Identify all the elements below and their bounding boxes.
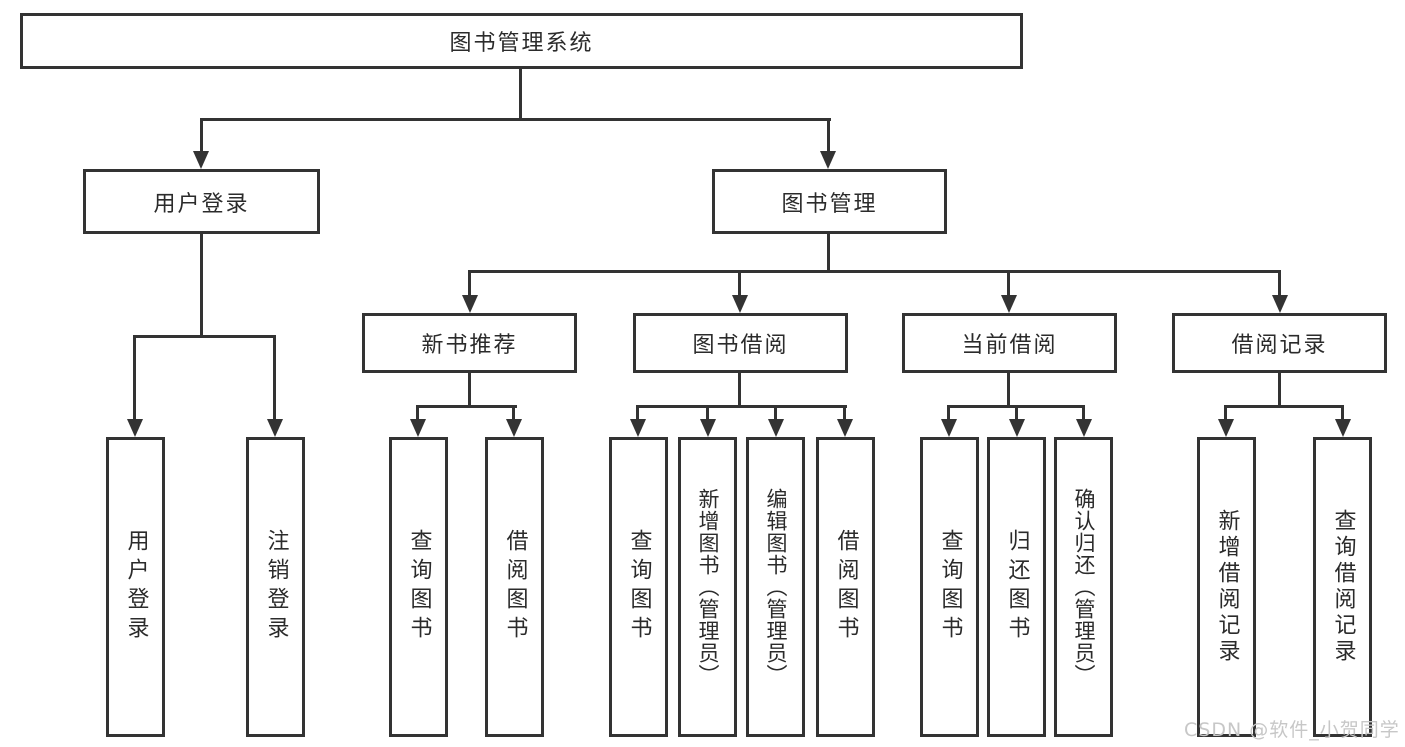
leaf-label: 新增借阅记录 [1214,509,1240,665]
connector-to-leaf [1082,405,1085,421]
arrowhead-leaf [1009,419,1025,437]
connector-root-split [200,118,831,121]
node-current-borrowing: 当前借阅 [902,313,1117,373]
leaf-label: 查询图书 [406,529,432,645]
node-label: 图书管理系统 [449,31,594,56]
connector-root-stem [519,69,522,120]
node-label: 新书推荐 [421,333,518,358]
node-label: 图书管理 [781,191,878,217]
arrowhead-book-mgmt [820,151,836,169]
connector-to-leaf [636,405,639,421]
node-new-book-recommend: 新书推荐 [362,313,577,373]
connector-to-leaf [1224,405,1227,421]
arrowhead-current-borrow [1001,295,1017,313]
arrowhead-user-login [193,151,209,169]
arrowhead-new-book [462,295,478,313]
node-label: 借阅记录 [1231,333,1328,358]
leaf-borrow-books: 借阅图书 [816,437,875,737]
leaf-label: 查询图书 [626,529,652,645]
connector-current-borrow-stem [1007,372,1010,407]
leaf-label: 用户登录 [123,529,149,645]
arrowhead-leaf [410,419,426,437]
connector-to-new-book [468,270,471,297]
leaf-label: 注销登录 [263,529,289,645]
leaf-label: 编辑图书（管理员） [764,488,788,686]
connector-to-leaf [774,405,777,421]
node-book-borrowing: 图书借阅 [633,313,848,373]
leaf-edit-books-admin: 编辑图书（管理员） [746,437,805,737]
leaf-borrow-books: 借阅图书 [485,437,544,737]
leaf-add-borrow-record: 新增借阅记录 [1197,437,1256,737]
connector-book-borrow-split [637,405,847,408]
leaf-label: 查询借阅记录 [1330,509,1356,665]
connector-borrow-records-stem [1278,372,1281,407]
connector-to-leaf [706,405,709,421]
arrowhead-leaf [1076,419,1092,437]
node-label: 用户登录 [153,191,250,217]
connector-user-login-split [134,335,276,338]
arrowhead-leaf [506,419,522,437]
node-library-management-system: 图书管理系统 [20,13,1023,69]
node-book-management: 图书管理 [712,169,947,234]
arrowhead-leaf-logout [267,419,283,437]
arrowhead-leaf [630,419,646,437]
connector-to-leaf [1341,405,1344,421]
arrowhead-leaf [837,419,853,437]
leaf-query-books: 查询图书 [609,437,668,737]
arrowhead-leaf [1218,419,1234,437]
connector-book-mgmt-split [468,270,1281,273]
connector-to-leaf [416,405,419,421]
connector-to-leaf [1015,405,1018,421]
connector-book-mgmt-stem [827,233,830,272]
arrowhead-leaf [768,419,784,437]
leaf-query-books: 查询图书 [389,437,448,737]
leaf-label: 查询图书 [937,529,963,645]
csdn-watermark: CSDN @软件_小贺同学 [1184,719,1400,741]
leaf-label: 确认归还（管理员） [1072,488,1096,686]
leaf-query-books: 查询图书 [920,437,979,737]
leaf-query-borrow-record: 查询借阅记录 [1313,437,1372,737]
arrowhead-leaf [700,419,716,437]
leaf-add-books-admin: 新增图书（管理员） [678,437,737,737]
connector-user-login-stem [200,233,203,337]
connector-borrow-records-split [1225,405,1344,408]
connector-book-borrow-stem [738,372,741,407]
connector-new-book-split [417,405,517,408]
connector-to-leaf [512,405,515,421]
leaf-confirm-return-admin: 确认归还（管理员） [1054,437,1113,737]
arrowhead-book-borrow [732,295,748,313]
leaf-label: 新增图书（管理员） [696,488,720,686]
leaf-label: 借阅图书 [502,529,528,645]
connector-to-book-borrow [738,270,741,297]
connector-to-leaf [947,405,950,421]
leaf-return-books: 归还图书 [987,437,1046,737]
connector-to-leaf [843,405,846,421]
leaf-logout-login: 注销登录 [246,437,305,737]
connector-to-user-login [200,118,203,153]
connector-to-book-mgmt [827,118,830,153]
leaf-label: 归还图书 [1004,529,1030,645]
node-label: 图书借阅 [692,333,789,358]
connector-to-borrow-records [1278,270,1281,297]
arrowhead-leaf [1335,419,1351,437]
leaf-user-login: 用户登录 [106,437,165,737]
arrowhead-leaf [941,419,957,437]
connector-to-current-borrow [1007,270,1010,297]
connector-new-book-stem [468,372,471,407]
connector-to-leaf-logout [273,335,276,421]
leaf-label: 借阅图书 [833,529,859,645]
node-borrowing-records: 借阅记录 [1172,313,1387,373]
node-label: 当前借阅 [961,333,1058,358]
connector-to-leaf-user-login [133,335,136,421]
arrowhead-leaf-user-login [127,419,143,437]
arrowhead-borrow-records [1272,295,1288,313]
node-user-login: 用户登录 [83,169,320,234]
